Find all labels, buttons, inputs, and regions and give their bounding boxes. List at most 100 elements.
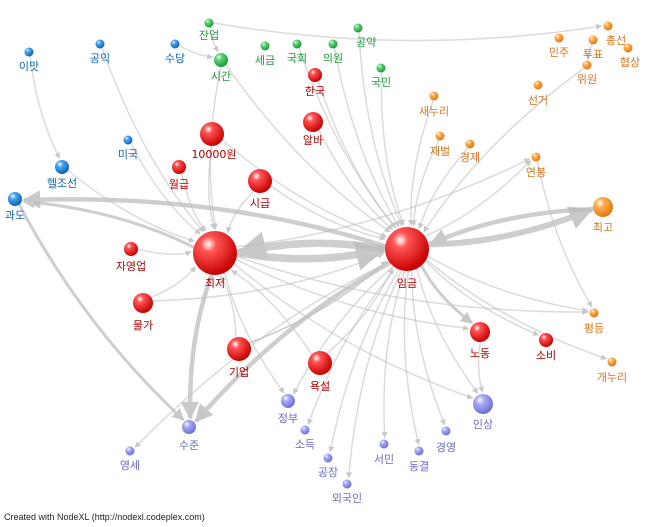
node-oegugin[interactable]: 외국인: [332, 479, 362, 506]
node-choego[interactable]: 최고: [593, 197, 613, 234]
node-sudang-label: 수당: [165, 52, 185, 65]
node-yokseol[interactable]: 욕설: [308, 351, 332, 393]
node-heljoseon[interactable]: 헬조선: [47, 160, 77, 190]
edge-tupyo-to-wiwon: [585, 44, 593, 60]
node-gongyak[interactable]: 공약: [353, 23, 377, 50]
node-gaenuri[interactable]: 개누리: [597, 357, 627, 385]
node-wiwon[interactable]: 위원: [577, 60, 597, 87]
node-jayeongeop[interactable]: 자영업: [116, 242, 146, 273]
node-choejeo[interactable]: 최저: [193, 231, 237, 290]
node-tupyo[interactable]: 투표: [583, 35, 603, 62]
node-hyeopsang[interactable]: 협상: [620, 43, 640, 70]
node-wolgeup[interactable]: 월급: [169, 160, 189, 191]
node-imat-circle: [24, 47, 34, 57]
edge-yeonbong-to-pyeongdeung: [536, 161, 593, 308]
node-gukmin-label: 국민: [371, 76, 391, 89]
node-mulga[interactable]: 물가: [133, 293, 153, 332]
node-yokseol-circle: [308, 351, 332, 375]
node-janeop[interactable]: 잔업: [199, 18, 219, 43]
node-sujun[interactable]: 수준: [179, 420, 199, 452]
node-sudang[interactable]: 수당: [165, 39, 185, 66]
node-jaebeol-label: 재벌: [430, 145, 450, 158]
node-sobi[interactable]: 소비: [536, 333, 556, 362]
node-sodeuk[interactable]: 소득: [295, 425, 315, 452]
edge-alba-to-imgeum: [318, 129, 394, 231]
node-seomin-circle: [379, 439, 389, 449]
edge-heljoseon-to-choejeo: [67, 169, 195, 243]
node-hanguk-circle: [308, 68, 322, 82]
edge-imgeum-to-seomin: [381, 270, 406, 439]
node-donggyeol[interactable]: 동결: [409, 446, 429, 474]
node-jeongbu[interactable]: 정부: [278, 394, 298, 425]
edge-imgeum-to-gyeongyeong: [410, 270, 446, 426]
node-jayeongeop-circle: [124, 242, 138, 256]
node-tupyo-circle: [588, 35, 598, 45]
node-sigeup[interactable]: 시급: [248, 169, 272, 210]
edge-imgeum-to-oegugin: [346, 269, 403, 479]
node-yeongse[interactable]: 영세: [120, 446, 140, 473]
edge-miguk-to-choejeo: [130, 143, 201, 235]
node-pyeongdeung-circle: [589, 308, 599, 318]
node-jaebeol-circle: [435, 131, 445, 141]
node-gongik[interactable]: 공익: [90, 39, 110, 66]
node-seongeo[interactable]: 선거: [528, 80, 548, 108]
edge-uiwon-to-imgeum: [333, 48, 400, 227]
node-10000won[interactable]: 10000원: [191, 122, 237, 161]
node-choejeo-label: 최저: [205, 277, 225, 290]
node-imat[interactable]: 이맛: [19, 47, 39, 74]
node-pyeongdeung[interactable]: 평등: [584, 308, 604, 336]
node-gwado[interactable]: 과도: [5, 192, 25, 222]
node-gongik-label: 공익: [90, 52, 110, 65]
node-miguk[interactable]: 미국: [118, 135, 138, 162]
node-wolgeup-circle: [172, 160, 186, 174]
node-alba-circle: [303, 112, 323, 132]
node-jaebeol[interactable]: 재벌: [430, 131, 450, 159]
node-gukhoe[interactable]: 국회: [287, 39, 307, 66]
node-minju[interactable]: 민주: [549, 33, 569, 60]
footer-credit: Created with NodeXL (http://nodexl.codep…: [4, 512, 205, 522]
node-uiwon-circle: [328, 39, 338, 49]
node-gyeongyeong[interactable]: 경영: [436, 426, 456, 455]
node-insang[interactable]: 인상: [473, 394, 493, 431]
edge-choejeo-to-sujun: [180, 273, 214, 420]
node-wiwon-label: 위원: [577, 73, 597, 86]
node-segeum[interactable]: 세금: [255, 41, 275, 68]
edge-imgeum-to-yeongse: [134, 261, 390, 448]
node-wolgeup-label: 월급: [169, 178, 189, 191]
node-seomin[interactable]: 서민: [374, 439, 394, 467]
node-oegugin-label: 외국인: [332, 492, 362, 505]
node-nodong-circle: [470, 322, 490, 342]
node-uiwon[interactable]: 의원: [323, 39, 343, 66]
node-alba[interactable]: 알바: [303, 112, 323, 147]
node-chongseon[interactable]: 총선: [603, 21, 627, 48]
node-gukmin[interactable]: 국민: [371, 63, 391, 90]
edge-gyeongje-to-imgeum: [417, 147, 469, 229]
node-gieop-label: 기업: [229, 366, 249, 379]
node-gyeongje[interactable]: 경제: [460, 139, 480, 165]
node-gieop[interactable]: 기업: [227, 337, 251, 379]
node-sobi-circle: [539, 333, 553, 347]
node-wiwon-circle: [582, 60, 592, 70]
node-gieop-circle: [227, 337, 251, 361]
edge-choejeo-to-yeonbong: [235, 158, 531, 248]
node-saenuri[interactable]: 새누리: [419, 91, 449, 119]
edge-gukmin-to-imgeum: [380, 72, 405, 226]
node-nodong[interactable]: 노동: [470, 322, 490, 360]
node-hyeopsang-circle: [623, 43, 633, 53]
edge-gongik-to-choejeo: [101, 47, 205, 233]
node-gongjang[interactable]: 공장: [318, 453, 338, 480]
node-sigan-circle: [214, 53, 228, 67]
node-yeonbong[interactable]: 연봉: [526, 152, 546, 180]
edge-janeop-to-chongseon: [213, 22, 603, 42]
node-sigan[interactable]: 시간: [211, 53, 231, 83]
node-imgeum[interactable]: 임금: [385, 227, 429, 290]
node-sudang-circle: [170, 39, 180, 49]
node-gyeongje-label: 경제: [460, 151, 480, 164]
node-yokseol-label: 욕설: [310, 380, 330, 393]
node-hanguk[interactable]: 한국: [305, 68, 325, 98]
node-sigeup-circle: [248, 169, 272, 193]
node-miguk-label: 미국: [118, 148, 138, 161]
edge-imgeum-to-sujun: [194, 260, 392, 423]
edge-imgeum-to-gongjang: [328, 269, 400, 453]
